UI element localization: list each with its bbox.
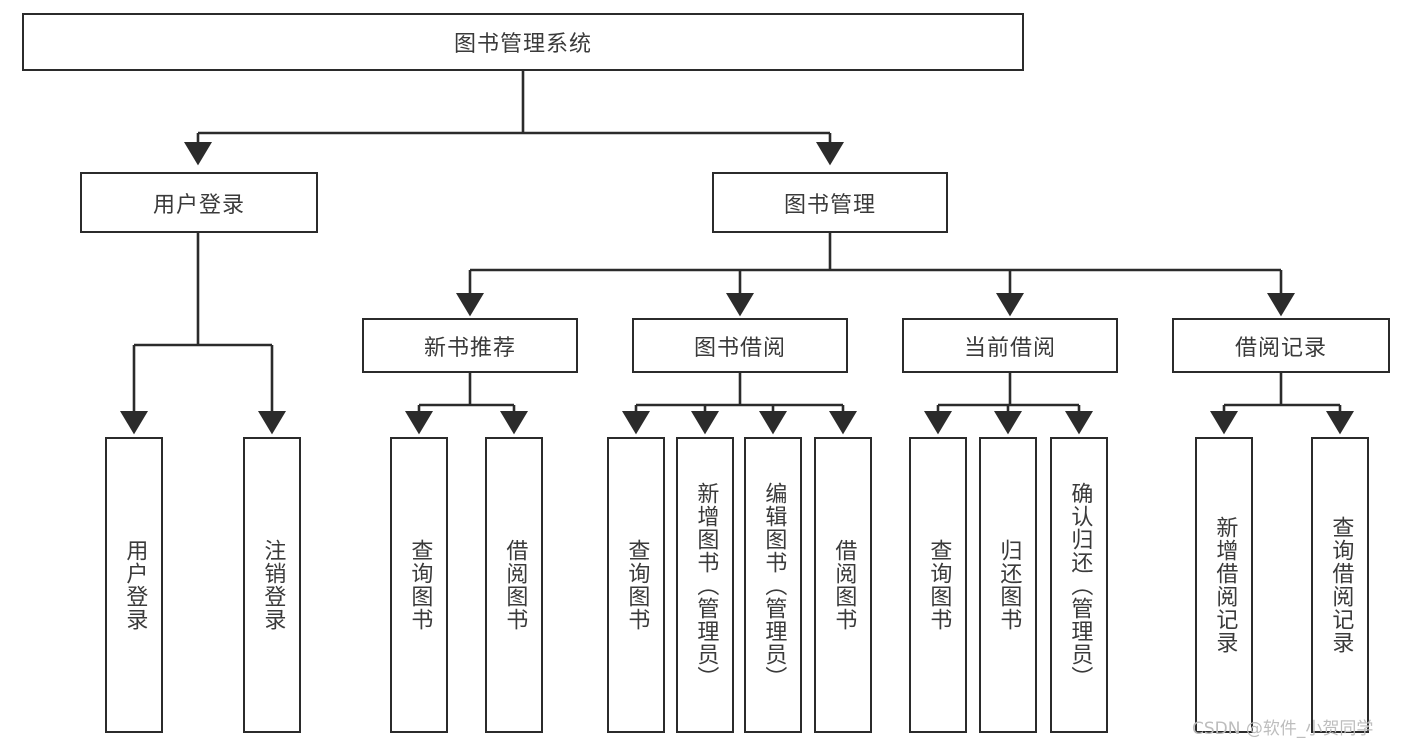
csdn-watermark: CSDN @软件_小贺同学 — [1192, 719, 1374, 739]
node-label: 用户登录 — [152, 192, 245, 218]
node-leaf-borrow-book-2[interactable]: 借阅图书 — [814, 437, 872, 733]
node-leaf-borrow-book-1[interactable]: 借阅图书 — [485, 437, 543, 733]
node-root-system[interactable]: 图书管理系统 — [22, 13, 1024, 71]
node-label: 查询图书 — [624, 539, 650, 631]
node-label: 查询图书 — [407, 539, 433, 631]
node-label: 新书推荐 — [423, 335, 516, 361]
node-label: 图书管理 — [783, 192, 876, 218]
node-book-manage[interactable]: 图书管理 — [712, 172, 948, 233]
node-borrow-record[interactable]: 借阅记录 — [1172, 318, 1390, 373]
node-book-borrow[interactable]: 图书借阅 — [632, 318, 848, 373]
node-label: 借阅记录 — [1234, 335, 1327, 361]
node-user-login[interactable]: 用户登录 — [80, 172, 318, 233]
node-label: 图书管理系统 — [453, 32, 592, 57]
node-label: 确认归还（管理员） — [1067, 481, 1093, 689]
node-label: 查询图书 — [926, 539, 952, 631]
node-leaf-add-book[interactable]: 新增图书（管理员） — [676, 437, 734, 733]
node-label: 新增图书（管理员） — [693, 481, 719, 689]
node-leaf-edit-book[interactable]: 编辑图书（管理员） — [744, 437, 802, 733]
node-label: 用户登录 — [122, 539, 148, 631]
node-leaf-query-record[interactable]: 查询借阅记录 — [1311, 437, 1369, 733]
node-leaf-logout[interactable]: 注销登录 — [243, 437, 301, 733]
node-label: 新增借阅记录 — [1212, 516, 1238, 654]
node-label: 当前借阅 — [963, 335, 1056, 361]
node-label: 图书借阅 — [693, 335, 786, 361]
node-leaf-query-book-1[interactable]: 查询图书 — [390, 437, 448, 733]
node-label: 查询借阅记录 — [1328, 516, 1354, 654]
node-label: 借阅图书 — [502, 539, 528, 631]
node-label: 注销登录 — [260, 539, 286, 631]
node-leaf-user-login[interactable]: 用户登录 — [105, 437, 163, 733]
node-leaf-query-book-2[interactable]: 查询图书 — [607, 437, 665, 733]
node-leaf-add-record[interactable]: 新增借阅记录 — [1195, 437, 1253, 733]
node-current-borrow[interactable]: 当前借阅 — [902, 318, 1118, 373]
node-label: 借阅图书 — [831, 539, 857, 631]
node-leaf-confirm-return[interactable]: 确认归还（管理员） — [1050, 437, 1108, 733]
node-leaf-return-book[interactable]: 归还图书 — [979, 437, 1037, 733]
node-leaf-query-book-3[interactable]: 查询图书 — [909, 437, 967, 733]
node-label: 编辑图书（管理员） — [761, 481, 787, 689]
node-label: 归还图书 — [996, 539, 1022, 631]
node-new-book-rec[interactable]: 新书推荐 — [362, 318, 578, 373]
